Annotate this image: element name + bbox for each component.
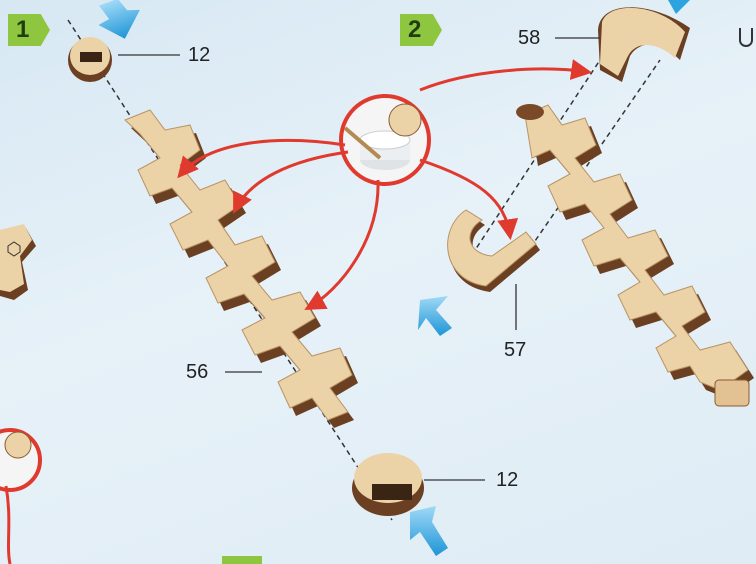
glue-arrow-3	[308, 180, 378, 308]
insert-direction-arrow-icon	[668, 0, 690, 14]
glue-arrow-2	[235, 152, 348, 210]
glue-arrow-4	[420, 69, 588, 90]
half-ring-58	[598, 7, 690, 82]
part-label-56: 56	[186, 361, 208, 384]
part-label-12-bottom: 12	[496, 469, 518, 492]
bushing-12-bottom	[352, 453, 424, 516]
glue-pot-icon-partial	[0, 430, 40, 564]
bushing-12-top	[68, 37, 112, 82]
shaft-assembled-right	[516, 104, 754, 406]
insert-direction-arrow-icon	[410, 506, 448, 556]
insert-direction-arrow-icon	[92, 0, 147, 46]
partial-piece-left	[0, 224, 36, 300]
step-number: 2	[408, 16, 421, 44]
glue-pot-icon	[341, 96, 429, 184]
part-label-12-top: 12	[188, 44, 210, 67]
step-number: 1	[16, 16, 29, 44]
insert-direction-arrow-icon	[418, 296, 452, 336]
part-label-58: 58	[518, 27, 540, 50]
part-label-57: 57	[504, 339, 526, 362]
